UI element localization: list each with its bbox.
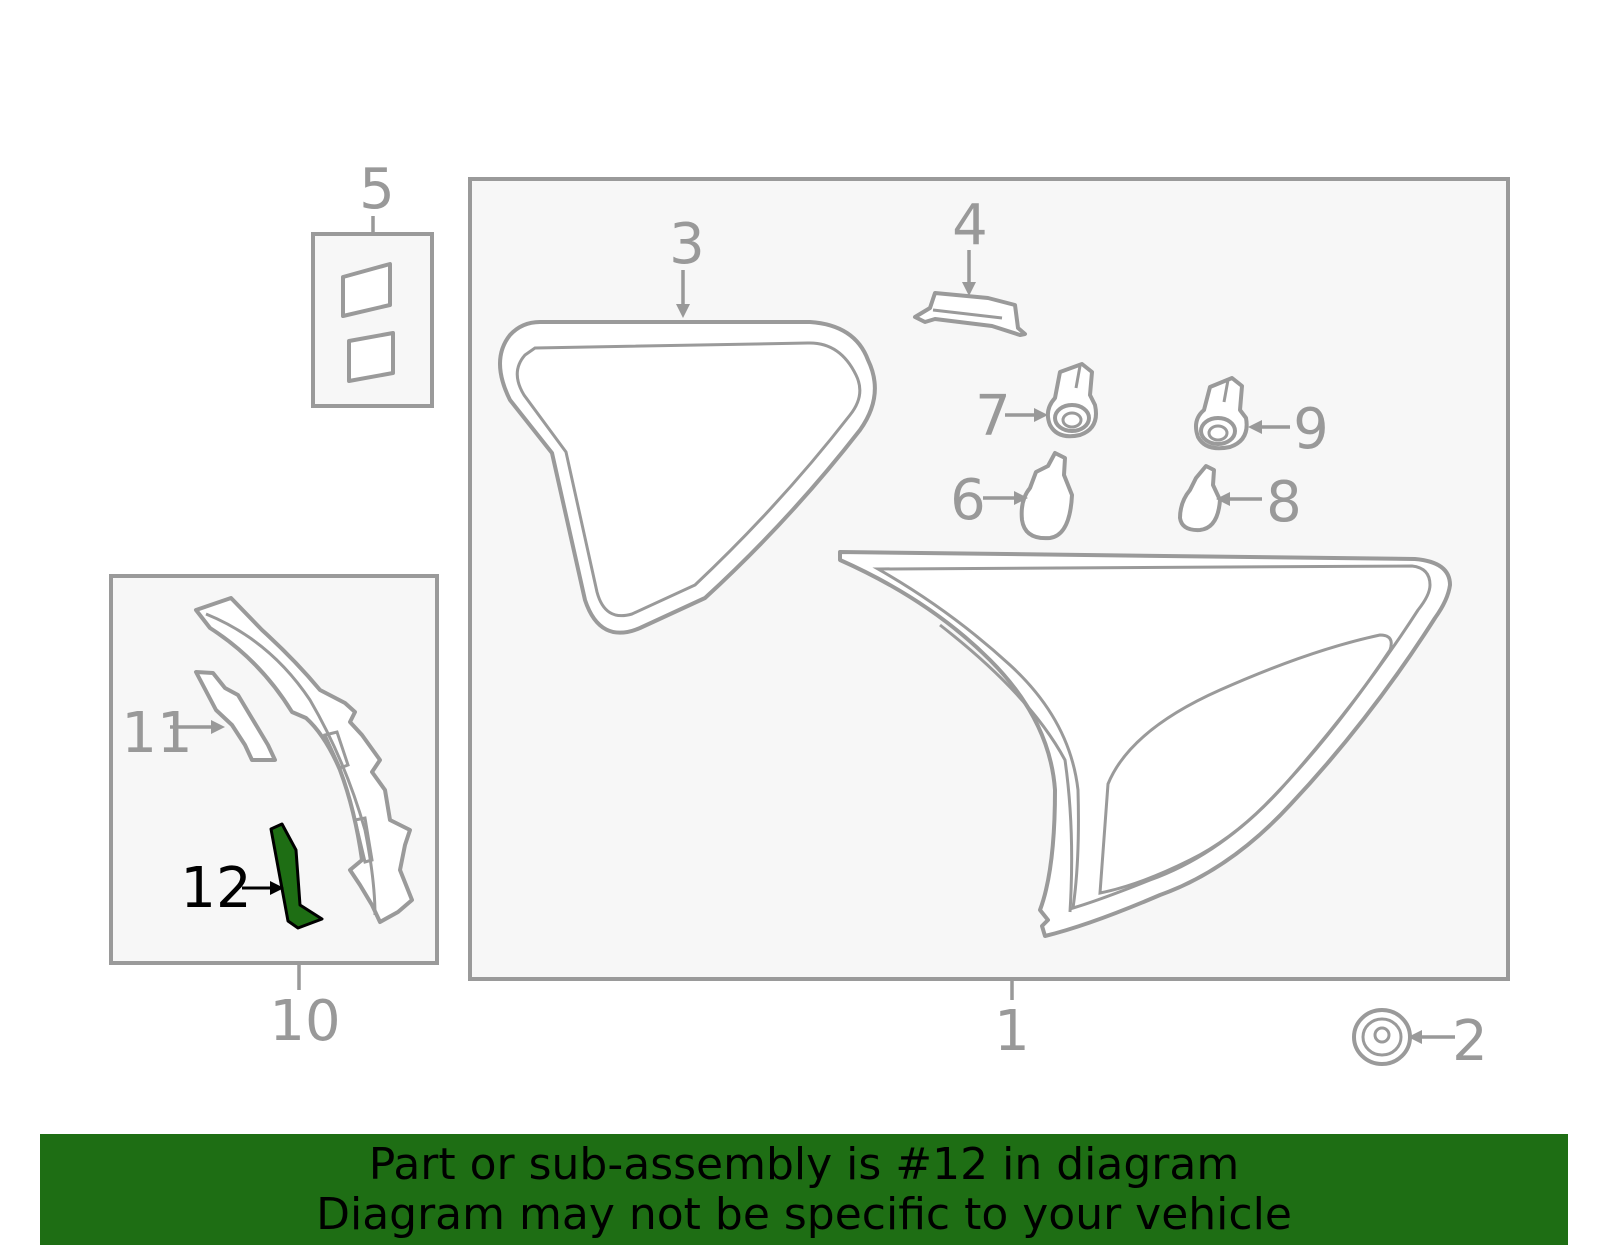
part-4-bracket[interactable] <box>913 291 1027 337</box>
assembly-box-5 <box>311 232 434 408</box>
banner-line-part: Part or sub-assembly is #12 in diagram <box>368 1138 1240 1190</box>
part-3-upper-trim[interactable] <box>498 320 877 635</box>
callout-11[interactable]: 11 <box>121 701 192 766</box>
callout-7[interactable]: 7 <box>975 384 1011 449</box>
arrowhead-7 <box>1034 408 1048 422</box>
arrowhead-4 <box>962 282 976 296</box>
part-8-plug[interactable] <box>1178 464 1222 533</box>
part-6-plug[interactable] <box>1019 451 1074 541</box>
part-7-clip[interactable] <box>1045 362 1098 439</box>
callout-8[interactable]: 8 <box>1266 470 1302 535</box>
callout-3[interactable]: 3 <box>669 212 705 277</box>
pad-upper <box>341 262 392 318</box>
callout-12[interactable]: 12 <box>180 856 251 921</box>
arrowhead-12 <box>270 881 284 895</box>
arrowhead-8 <box>1216 492 1230 506</box>
part-11-bracket[interactable] <box>194 670 277 762</box>
info-banner: Part or sub-assembly is #12 in diagram D… <box>40 1134 1568 1245</box>
part-12-seal-highlighted[interactable] <box>269 822 324 930</box>
arrowhead-11 <box>211 720 225 734</box>
callout-10[interactable]: 10 <box>269 989 340 1054</box>
part-1-main-assembly[interactable] <box>838 550 1452 938</box>
callout-2[interactable]: 2 <box>1452 1009 1488 1074</box>
callout-1[interactable]: 1 <box>994 999 1030 1064</box>
banner-line-disclaimer: Diagram may not be specific to your vehi… <box>316 1188 1292 1240</box>
arrowhead-2 <box>1408 1030 1422 1044</box>
arrowhead-9 <box>1248 420 1262 434</box>
arrowhead-3 <box>676 304 690 318</box>
callout-4[interactable]: 4 <box>952 193 988 258</box>
callout-9[interactable]: 9 <box>1293 397 1329 462</box>
arrowhead-6 <box>1014 491 1028 505</box>
part-2-grommet[interactable] <box>1352 1008 1412 1066</box>
callout-5[interactable]: 5 <box>359 157 395 222</box>
part-9-clip[interactable] <box>1194 376 1249 451</box>
pad-lower <box>347 331 395 383</box>
part-10-molding[interactable] <box>194 596 414 924</box>
callout-6[interactable]: 6 <box>950 468 986 533</box>
